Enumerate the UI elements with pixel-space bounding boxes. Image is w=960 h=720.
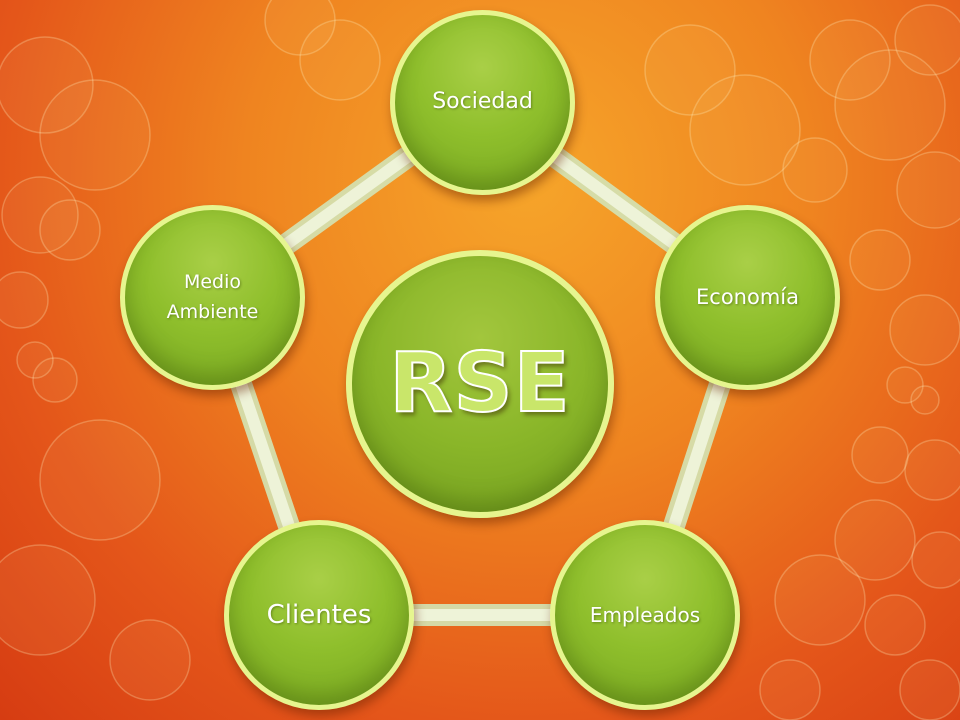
node-economia: Economía — [655, 205, 840, 390]
node-empleados-label: Empleados — [589, 602, 701, 627]
node-clientes: Clientes — [224, 520, 414, 710]
node-medio-line2: Ambiente — [166, 300, 259, 323]
node-medio-ambiente-label: Medio Ambiente — [167, 268, 259, 327]
node-sociedad: Sociedad — [390, 10, 575, 195]
node-clientes-label: Clientes — [266, 599, 372, 630]
center-label: RSE — [388, 335, 571, 432]
node-sociedad-label: Sociedad — [432, 89, 533, 115]
node-empleados: Empleados — [550, 520, 740, 710]
node-medio-ambiente: Medio Ambiente — [120, 205, 305, 390]
node-medio-line1: Medio — [183, 271, 242, 294]
center-node-rse: RSE — [346, 250, 614, 518]
node-economia-label: Economía — [696, 285, 799, 310]
